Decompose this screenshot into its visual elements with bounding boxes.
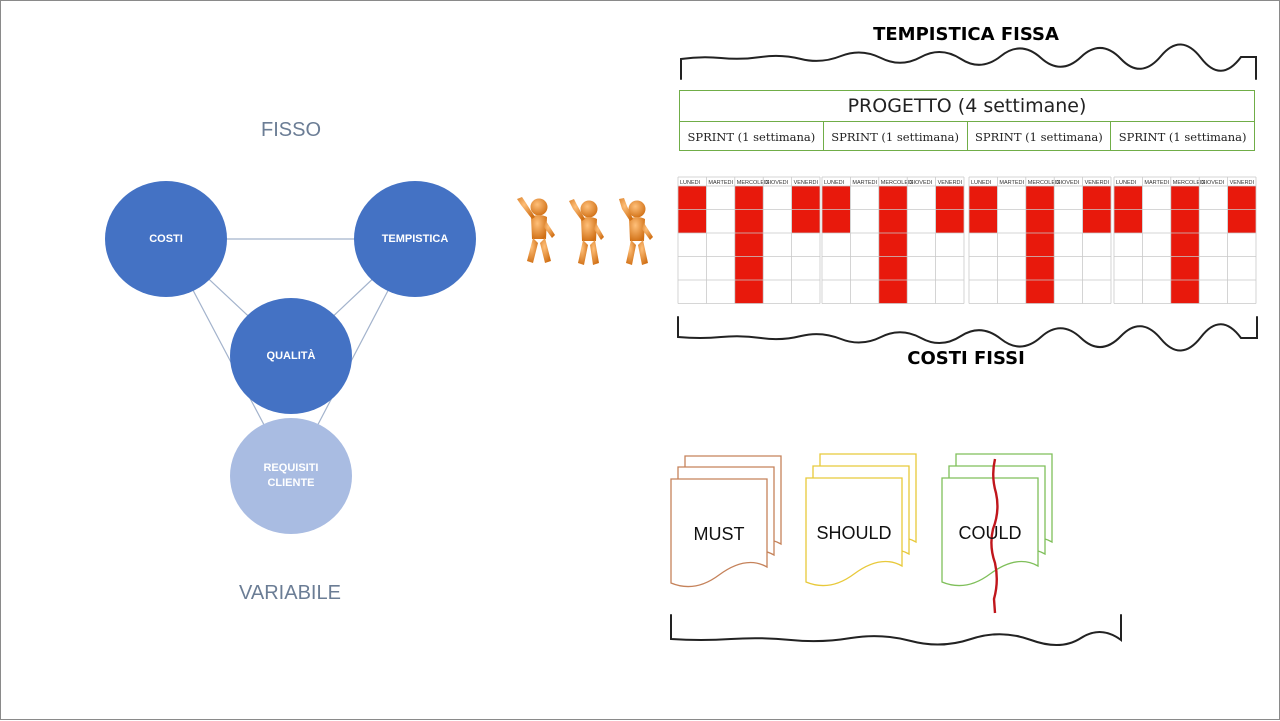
busy-slot: [1170, 209, 1200, 233]
busy-slot: [878, 186, 908, 210]
day-header: MARTEDI: [708, 180, 733, 186]
project-box: PROGETTO (4 settimane) SPRINT (1 settima…: [679, 90, 1255, 151]
client-requirements-node-label: REQUISITI CLIENTE: [263, 462, 319, 489]
day-header: VENERDI: [938, 180, 963, 186]
bottom-bracket: [670, 614, 1122, 646]
quality-node-label: QUALITÀ: [266, 349, 316, 362]
busy-slot: [1170, 186, 1200, 210]
sprint-3: SPRINT (1 settimana): [968, 122, 1112, 151]
quality-node: QUALITÀ: [230, 298, 352, 414]
busy-slot: [935, 209, 964, 233]
day-header: LUNEDI: [824, 180, 845, 186]
day-header: MERCOLEDI: [881, 180, 914, 186]
busy-slot: [1170, 233, 1200, 257]
busy-slot: [678, 186, 707, 210]
day-header: MARTEDI: [1144, 180, 1169, 186]
busy-slot: [1025, 186, 1055, 210]
client-requirements-node: REQUISITI CLIENTE: [230, 418, 352, 534]
busy-slot: [1025, 280, 1055, 304]
busy-slot: [734, 256, 764, 280]
busy-slot: [822, 186, 851, 210]
day-header: VENERDI: [1085, 180, 1110, 186]
fixed-costs-header: COSTI FISSI: [907, 348, 1025, 369]
busy-slot: [1114, 209, 1143, 233]
variable-label: VARIABILE: [239, 582, 341, 604]
busy-slot: [1025, 209, 1055, 233]
must-document-stack: [670, 455, 782, 588]
busy-slot: [935, 186, 964, 210]
busy-slot: [1227, 186, 1256, 210]
busy-slot: [822, 209, 851, 233]
figure-1: [517, 197, 555, 263]
timing-node: TEMPISTICA: [354, 181, 476, 297]
busy-slot: [734, 233, 764, 257]
figure-2: [569, 199, 604, 265]
should-label: SHOULD: [816, 523, 892, 543]
day-header: LUNEDI: [680, 180, 701, 186]
busy-slot: [969, 209, 998, 233]
sprint-1: SPRINT (1 settimana): [680, 122, 824, 151]
middle-bracket: [677, 316, 1258, 352]
sprint-2: SPRINT (1 settimana): [824, 122, 968, 151]
day-header: GIOVEDI: [765, 180, 788, 186]
scope-cut-line: [990, 458, 999, 614]
timing-node-label: TEMPISTICA: [381, 232, 449, 245]
busy-slot: [678, 209, 707, 233]
busy-slot: [734, 280, 764, 304]
day-header: MERCOLEDI: [1173, 180, 1206, 186]
busy-slot: [878, 256, 908, 280]
day-header: LUNEDI: [971, 180, 992, 186]
busy-slot: [878, 280, 908, 304]
busy-slot: [1025, 233, 1055, 257]
team-figures-icon: [517, 197, 653, 265]
busy-slot: [878, 209, 908, 233]
day-header: GIOVEDI: [1201, 180, 1224, 186]
could-label: COULD: [958, 523, 1022, 543]
busy-slot: [734, 186, 764, 210]
busy-slot: [791, 186, 820, 210]
day-header: MARTEDI: [999, 180, 1024, 186]
should-document-stack: [805, 453, 917, 587]
day-header: VENERDI: [794, 180, 819, 186]
costs-node-label: COSTI: [149, 232, 183, 245]
busy-slot: [1082, 186, 1111, 210]
sprint-4: SPRINT (1 settimana): [1118, 129, 1247, 144]
project-title: PROGETTO (4 settimane): [680, 91, 1254, 122]
day-header: MERCOLEDI: [737, 180, 770, 186]
day-header: MERCOLEDI: [1028, 180, 1061, 186]
day-header: GIOVEDI: [909, 180, 932, 186]
fixed-label: FISSO: [260, 119, 321, 141]
busy-slot: [1170, 256, 1200, 280]
day-header: GIOVEDI: [1056, 180, 1079, 186]
day-header: LUNEDI: [1116, 180, 1137, 186]
top-bracket: [680, 43, 1257, 80]
figure-3: [619, 198, 653, 265]
sprint-row: SPRINT (1 settimana) SPRINT (1 settimana…: [680, 122, 1254, 151]
day-header: MARTEDI: [852, 180, 877, 186]
busy-slot: [1082, 209, 1111, 233]
must-label: MUST: [693, 524, 745, 544]
busy-slot: [1227, 209, 1256, 233]
busy-slot: [1170, 280, 1200, 304]
costs-node: COSTI: [105, 181, 227, 297]
day-header: VENERDI: [1230, 180, 1255, 186]
busy-slot: [1114, 186, 1143, 210]
busy-slot: [791, 209, 820, 233]
busy-slot: [1025, 256, 1055, 280]
busy-slot: [734, 209, 764, 233]
busy-slot: [878, 233, 908, 257]
fixed-timing-header: TEMPISTICA FISSA: [873, 24, 1059, 45]
busy-slot: [969, 186, 998, 210]
